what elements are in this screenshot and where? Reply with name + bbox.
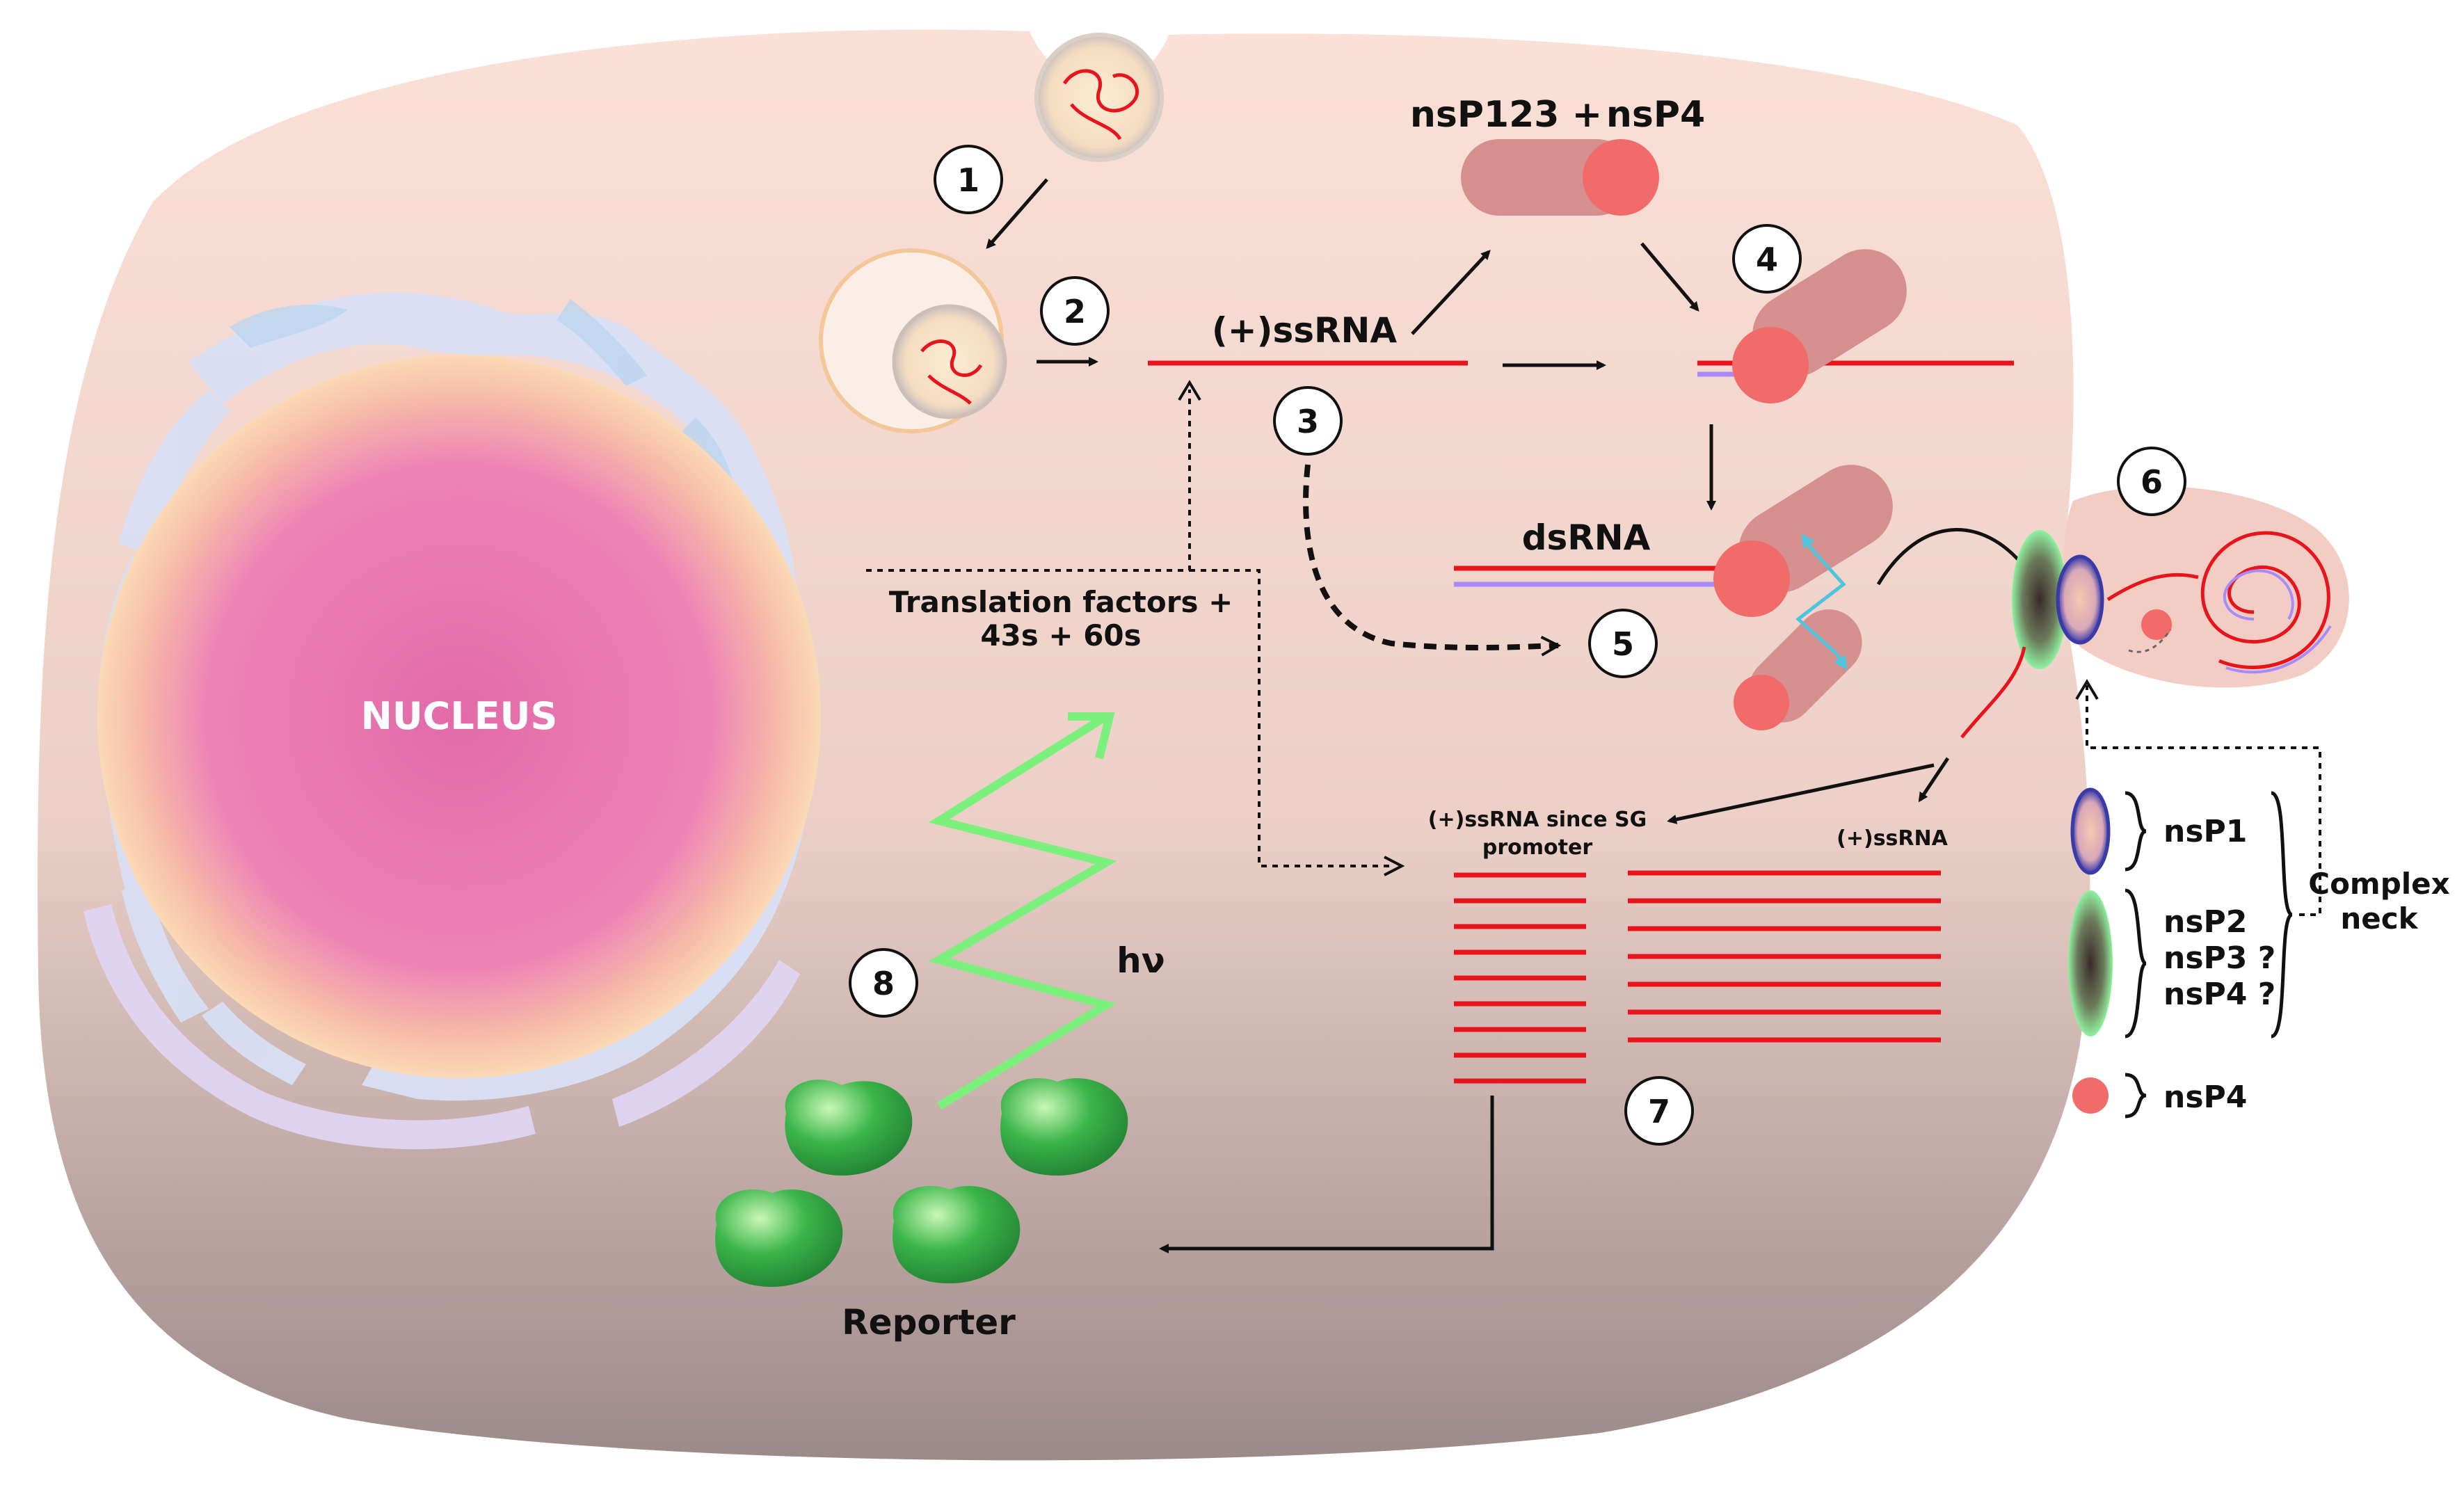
step-6-number: 6 (2141, 463, 2163, 501)
photon-emission (928, 712, 1117, 1110)
step-1: 1 (934, 145, 1003, 214)
hv-label: hν (1117, 940, 1165, 981)
legend-nsp4-icon (2072, 1077, 2109, 1114)
subgenomic-rna-stack (1454, 872, 1586, 1084)
step-5: 5 (1588, 609, 1658, 678)
translation-arrowhead-right (1384, 856, 1405, 876)
arrow-to-reporter (1159, 1096, 1494, 1253)
step-5-number: 5 (1612, 625, 1634, 663)
translation-dotted-lines (866, 390, 1395, 867)
sg-rna-label-line2: promoter (1482, 835, 1592, 860)
nsp123-nsp4-polyprotein (1461, 139, 1659, 216)
arrow-to-polyprotein (1411, 250, 1491, 335)
legend-nsp3-label: nsP3 ? (2163, 940, 2275, 976)
dashed-arrow-step3-to-5 (1303, 464, 1558, 648)
legend: nsP1 nsP2 nsP3 ? nsP4 ? nsP4 Complex nec… (2068, 679, 2450, 1119)
step-6: 6 (2117, 447, 2186, 516)
genomic-rna-stack (1628, 870, 1941, 1043)
step-8-number: 8 (872, 965, 895, 1002)
complex-neck-line1: Complex (2308, 867, 2449, 901)
genomic-rna-label: (+)ssRNA (1837, 826, 1948, 851)
er-lower-lavender (83, 904, 800, 1150)
nucleus (97, 355, 821, 1078)
arrow-polyprotein-to-step4 (1640, 242, 1699, 312)
dsrna-label: dsRNA (1522, 518, 1651, 558)
legend-nsp2-label: nsP2 (2163, 904, 2247, 940)
nsp123-label: nsP123 + (1410, 94, 1602, 136)
complex-neck-dotted-line (2086, 685, 2321, 916)
arrow-to-sg-products (1667, 763, 1935, 824)
dsrna-complex (1454, 465, 1893, 730)
complex-neck-line2: neck (2340, 901, 2418, 936)
replication-complex-step4 (1697, 249, 2014, 403)
step-3-number: 3 (1297, 403, 1319, 440)
translation-label-line1: Translation factors + (889, 585, 1233, 619)
reporter-proteins (715, 1078, 1128, 1287)
nucleus-label: NUCLEUS (361, 694, 558, 738)
virus-particle-entry (1034, 33, 1164, 162)
arrow-step1 (986, 178, 1048, 250)
arrow-to-ssrna-products (1918, 757, 1950, 803)
legend-nsp1-label: nsP1 (2163, 814, 2247, 849)
reporter-label: Reporter (842, 1302, 1016, 1342)
step-7-number: 7 (1648, 1093, 1670, 1130)
legend-nsp4-label: nsP4 (2163, 1080, 2247, 1115)
complex-neck-arrowhead (2075, 679, 2099, 700)
arrow-to-spherule (1876, 528, 2026, 586)
translation-arrowhead-up (1178, 380, 1201, 401)
spherule (1960, 486, 2349, 739)
legend-nsp4q-label: nsP4 ? (2163, 977, 2275, 1012)
legend-nsp2-icon (2068, 890, 2113, 1036)
nsp4-top-label: nsP4 (1606, 94, 1705, 136)
step-4: 4 (1732, 224, 1802, 294)
step-2-number: 2 (1064, 293, 1086, 330)
legend-nsp1-icon (2070, 787, 2111, 875)
step-4-number: 4 (1756, 241, 1778, 278)
ssrna-label: (+)ssRNA (1212, 310, 1397, 351)
step-3: 3 (1273, 386, 1343, 456)
sg-rna-label-line1: (+)ssRNA since SG (1428, 808, 1647, 832)
step-7: 7 (1624, 1076, 1694, 1146)
step-2: 2 (1040, 276, 1110, 346)
step-8: 8 (849, 948, 918, 1018)
translation-label-line2: 43s + 60s (980, 618, 1141, 652)
step-1-number: 1 (957, 161, 979, 199)
endosome (819, 248, 1007, 433)
